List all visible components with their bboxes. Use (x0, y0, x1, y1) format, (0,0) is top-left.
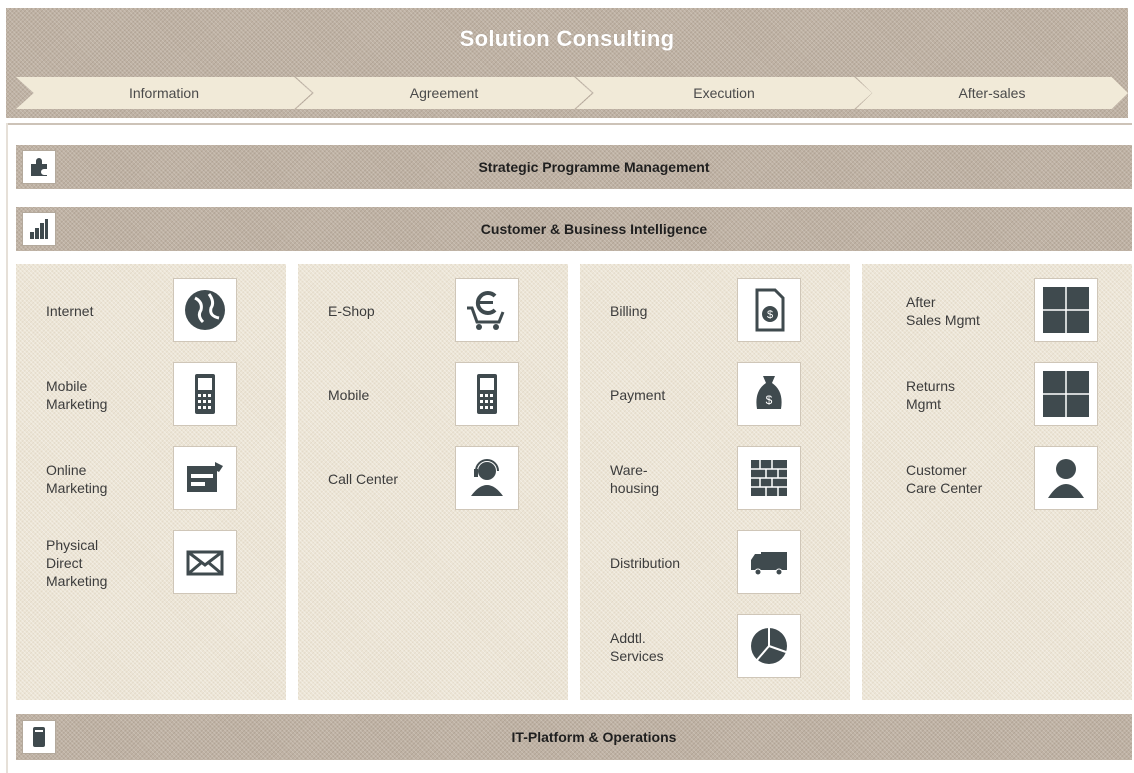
truck-icon (737, 530, 801, 594)
phase-label: Agreement (409, 85, 479, 101)
header-title: Solution Consulting (459, 26, 675, 51)
item-after-sales-mgmt: After Sales Mgmt (862, 278, 1132, 344)
customer-intelligence-label: Customer & Business Intelligence (480, 221, 708, 237)
solution-consulting-header: Solution Consulting Information Agreemen… (6, 8, 1128, 118)
it-platform-bar: IT-Platform & Operations (16, 714, 1132, 760)
item-distribution: Distribution (580, 530, 850, 596)
item-label: Ware- housing (610, 462, 660, 496)
column-fulfilment: Billing $ Payment $ Ware- housing (580, 264, 850, 700)
strategic-programme-bar: Strategic Programme Management (16, 145, 1132, 189)
grid-window-icon (1034, 278, 1098, 342)
it-platform-label: IT-Platform & Operations (511, 729, 677, 745)
item-label: E-Shop (328, 303, 375, 319)
item-returns-mgmt: Returns Mgmt (862, 362, 1132, 428)
item-physical-direct-marketing: Physical Direct Marketing (16, 530, 286, 596)
item-billing: Billing $ (580, 278, 850, 344)
online-ad-icon (173, 446, 237, 510)
envelope-icon (173, 530, 237, 594)
phase-after-sales: After-sales (856, 77, 1128, 109)
svg-text:$: $ (766, 393, 773, 407)
item-label: Addtl. Services (610, 630, 664, 664)
item-label: Internet (46, 303, 94, 319)
phase-label: After-sales (958, 85, 1026, 101)
phase-chevrons: Information Agreement Execution After-sa… (16, 77, 1128, 109)
item-label: Returns Mgmt (906, 378, 956, 412)
phase-label: Execution (693, 85, 755, 101)
item-label: Physical Direct Marketing (46, 537, 108, 589)
item-internet: Internet (16, 278, 286, 344)
item-label: Customer Care Center (906, 462, 983, 496)
item-warehousing: Ware- housing (580, 446, 850, 512)
phase-agreement: Agreement (296, 77, 592, 109)
column-after-sales: After Sales Mgmt Returns Mgmt Customer C… (862, 264, 1132, 700)
item-payment: Payment $ (580, 362, 850, 428)
phase-execution: Execution (576, 77, 872, 109)
header-divider (6, 123, 1132, 125)
svg-text:$: $ (767, 309, 773, 321)
item-label: Mobile Marketing (46, 378, 108, 412)
item-label: Distribution (610, 555, 681, 571)
globe-icon (173, 278, 237, 342)
puzzle-icon (22, 150, 56, 184)
item-mobile-marketing: Mobile Marketing (16, 362, 286, 428)
mobile-phone-icon (173, 362, 237, 426)
item-label: Mobile (328, 387, 370, 403)
left-rule (6, 123, 8, 773)
item-label: Billing (610, 303, 648, 319)
item-e-shop: E-Shop (298, 278, 568, 344)
item-customer-care-center: Customer Care Center (862, 446, 1132, 512)
item-label: Online Marketing (46, 462, 108, 496)
money-bag-icon: $ (737, 362, 801, 426)
strategic-programme-label: Strategic Programme Management (478, 159, 710, 175)
phase-information: Information (16, 77, 312, 109)
mobile-phone-icon (455, 362, 519, 426)
item-additional-services: Addtl. Services (580, 614, 850, 680)
server-icon (22, 720, 56, 754)
item-call-center: Call Center (298, 446, 568, 512)
column-marketing: Internet Mobile Marketing Online Marketi… (16, 264, 286, 700)
warehouse-shelves-icon (737, 446, 801, 510)
customer-intelligence-bar: Customer & Business Intelligence (16, 207, 1132, 251)
pie-chart-icon (737, 614, 801, 678)
invoice-dollar-icon: $ (737, 278, 801, 342)
item-online-marketing: Online Marketing (16, 446, 286, 512)
grid-window-icon (1034, 362, 1098, 426)
headset-agent-icon (455, 446, 519, 510)
bar-chart-icon (22, 212, 56, 246)
phase-label: Information (128, 85, 200, 101)
column-sales-channels: E-Shop Mobile Call Center (298, 264, 568, 700)
euro-cart-icon (455, 278, 519, 342)
item-mobile: Mobile (298, 362, 568, 428)
item-label: Call Center (328, 471, 399, 487)
person-icon (1034, 446, 1098, 510)
item-label: Payment (610, 387, 666, 403)
item-label: After Sales Mgmt (906, 294, 980, 328)
